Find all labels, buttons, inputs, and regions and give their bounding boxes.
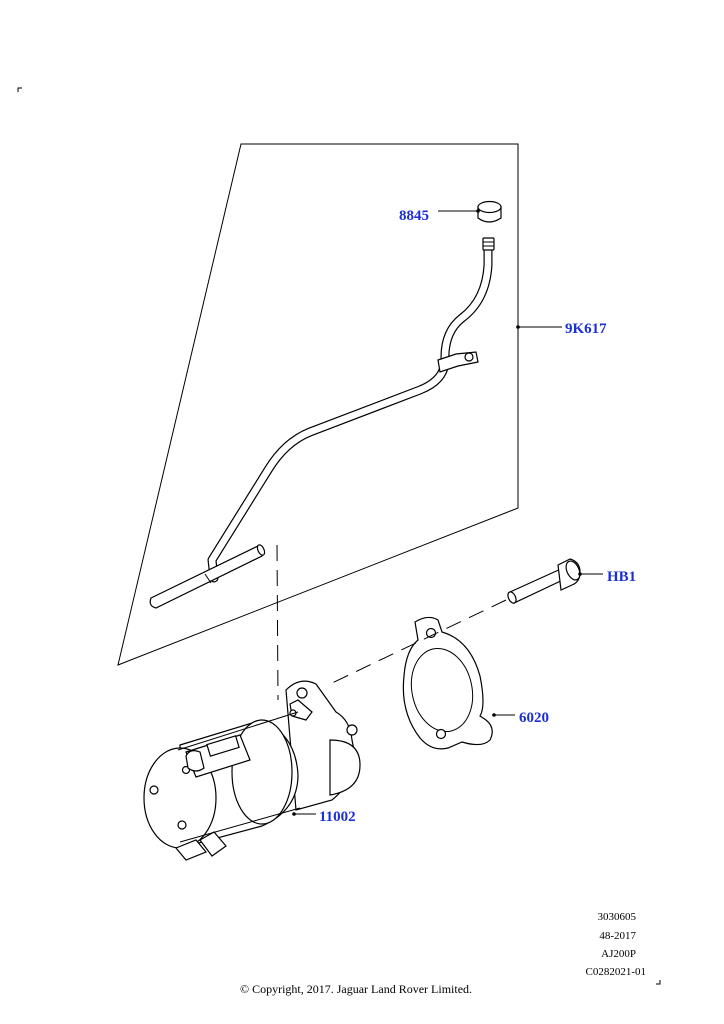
reference-line-4: C0282021-01 [586,966,647,978]
reference-line-1: 3030605 [598,911,637,923]
crop-mark-top-left [17,87,22,92]
leader-dot-11002 [292,812,296,816]
alignment-line-vertical [276,544,279,701]
reference-line-3: AJ200P [601,948,636,960]
callout-9k617[interactable]: 9K617 [565,321,607,337]
cap-part [477,200,502,223]
subassembly-panel [117,143,519,666]
callout-11002[interactable]: 11002 [319,809,356,825]
reference-line-2: 48-2017 [599,930,636,942]
starter-motor-part [143,680,361,861]
copyright-text: © Copyright, 2017. Jaguar Land Rover Lim… [240,982,472,996]
leader-dot-hb1 [578,572,582,576]
leader-dot-8845 [476,209,480,213]
crop-mark-bottom-right [656,980,661,985]
leader-dot-6020 [492,713,496,717]
leader-dot-9k617 [516,325,520,329]
alignment-line-diagonal [329,599,507,685]
callout-6020[interactable]: 6020 [519,710,549,726]
callout-8845[interactable]: 8845 [399,208,429,224]
tube-part [149,237,495,609]
callout-hb1[interactable]: HB1 [607,569,636,585]
gasket-part [402,616,493,750]
bolt-part [507,558,581,604]
